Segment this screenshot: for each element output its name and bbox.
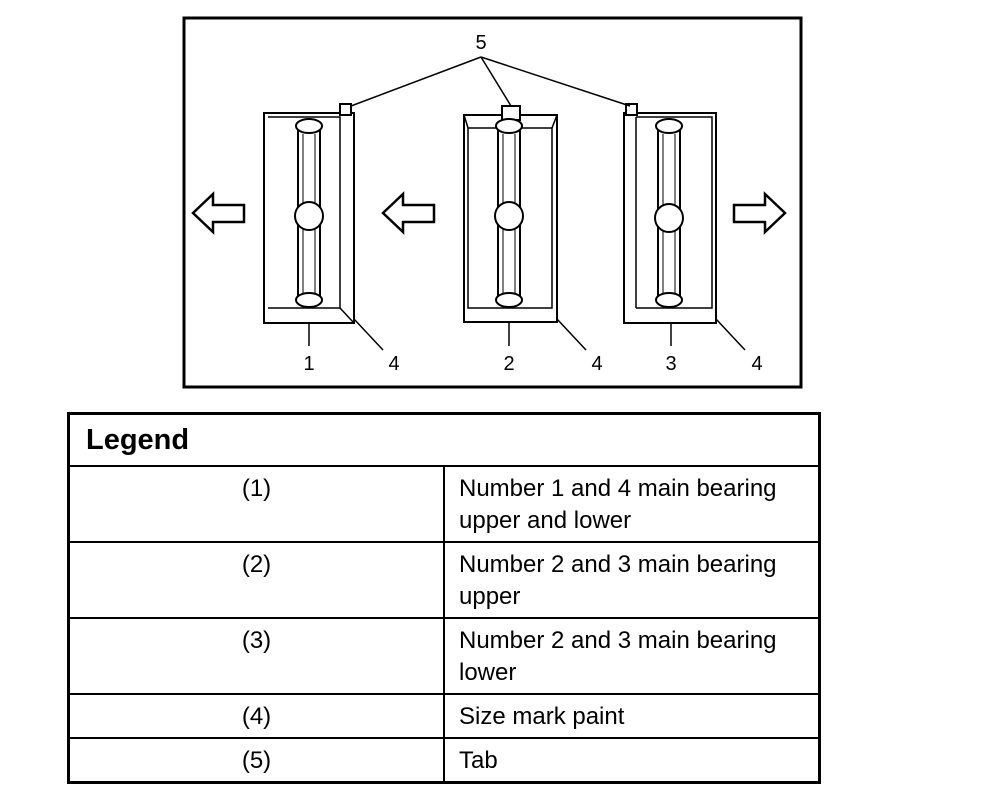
tab-leader-lines	[350, 56, 631, 107]
paint-leader-lines	[353, 318, 746, 351]
tab-3	[625, 103, 638, 116]
legend-text: Number 1 and 4 main bearing upper and lo…	[443, 465, 821, 543]
callout-4c: 4	[751, 353, 762, 375]
arrow-left-2-icon	[381, 191, 436, 235]
callout-3: 3	[665, 353, 676, 375]
callout-5: 5	[475, 32, 486, 54]
legend-row: (1) Number 1 and 4 main bearing upper an…	[67, 465, 821, 543]
legend-id: (3)	[67, 617, 445, 695]
callout-4b: 4	[591, 353, 602, 375]
legend-id: (5)	[67, 737, 445, 784]
arrow-left-1-icon	[191, 191, 246, 235]
bearing-3	[623, 103, 717, 324]
legend-id: (4)	[67, 693, 445, 739]
legend-id: (2)	[67, 541, 445, 619]
diagram-frame	[182, 16, 803, 389]
legend-row: (5) Tab	[67, 737, 821, 784]
legend-row: (4) Size mark paint	[67, 693, 821, 739]
legend-text: Number 2 and 3 main bearing upper	[443, 541, 821, 619]
legend-title: Legend	[67, 412, 821, 467]
callout-1: 1	[303, 353, 314, 375]
arrow-right-icon	[732, 191, 787, 235]
legend-row: (3) Number 2 and 3 main bearing lower	[67, 617, 821, 695]
callout-2: 2	[503, 353, 514, 375]
bearing-1	[263, 103, 355, 324]
callout-4a: 4	[388, 353, 399, 375]
legend-row: (2) Number 2 and 3 main bearing upper	[67, 541, 821, 619]
legend-text: Size mark paint	[443, 693, 821, 739]
legend-text: Tab	[443, 737, 821, 784]
tab-1	[339, 103, 352, 116]
bearing-leader-lines	[308, 322, 672, 346]
legend-id: (1)	[67, 465, 445, 543]
legend-table: Legend (1) Number 1 and 4 main bearing u…	[67, 412, 821, 784]
tab-2	[501, 105, 521, 121]
bearing-2	[463, 105, 558, 323]
legend-text: Number 2 and 3 main bearing lower	[443, 617, 821, 695]
bearing-diagram: 5 1 2 3 4 4 4	[182, 16, 803, 389]
